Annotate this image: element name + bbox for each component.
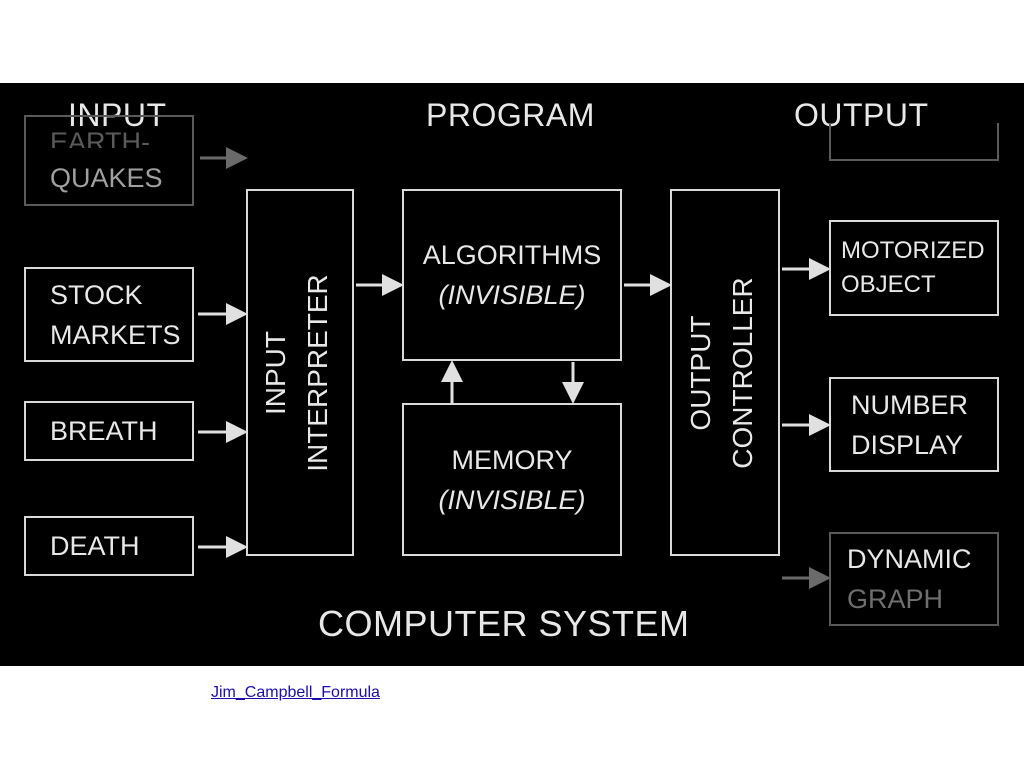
number-display-line1: NUMBER (851, 389, 969, 420)
earthquakes-label-line1: EARTH- (50, 127, 151, 148)
algorithms-note: (INVISIBLE) (438, 280, 586, 310)
input-interpreter-box (246, 189, 354, 556)
hidden-output-box (829, 123, 999, 161)
number-display-line2: DISPLAY (851, 429, 964, 460)
arrow-layer (198, 147, 831, 589)
stock-markets-box: STOCK MARKETS (24, 267, 194, 362)
death-box: DEATH (24, 516, 194, 576)
memory-box: MEMORY (INVISIBLE) (402, 403, 622, 556)
motorized-object-line1: MOTORIZED (841, 237, 985, 264)
memory-title: MEMORY (451, 444, 573, 475)
breath-box: BREATH (24, 401, 194, 461)
number-display-box: NUMBER DISPLAY (829, 377, 999, 472)
footer-link[interactable]: Jim_Campbell_Formula (211, 684, 380, 701)
stock-markets-label-line1: STOCK (50, 279, 143, 310)
diagram-panel: INPUT PROGRAM OUTPUT EARTH- QUAKES STOCK… (0, 83, 1024, 666)
earthquakes-label-line2: QUAKES (50, 163, 163, 193)
breath-label: BREATH (50, 416, 158, 446)
program-header: PROGRAM (426, 97, 595, 133)
dynamic-graph-line2: GRAPH (847, 584, 944, 614)
output-controller-box (670, 189, 780, 556)
computer-system-label: COMPUTER SYSTEM (318, 603, 690, 644)
death-label: DEATH (50, 531, 140, 561)
output-header: OUTPUT (794, 97, 929, 133)
dynamic-graph-line1: DYNAMIC (847, 544, 972, 574)
memory-note: (INVISIBLE) (438, 484, 586, 515)
motorized-object-line2: OBJECT (841, 271, 936, 298)
earthquakes-box: EARTH- QUAKES (24, 115, 194, 206)
algorithms-title: ALGORITHMS (422, 240, 602, 270)
stock-markets-label-line2: MARKETS (50, 319, 181, 350)
